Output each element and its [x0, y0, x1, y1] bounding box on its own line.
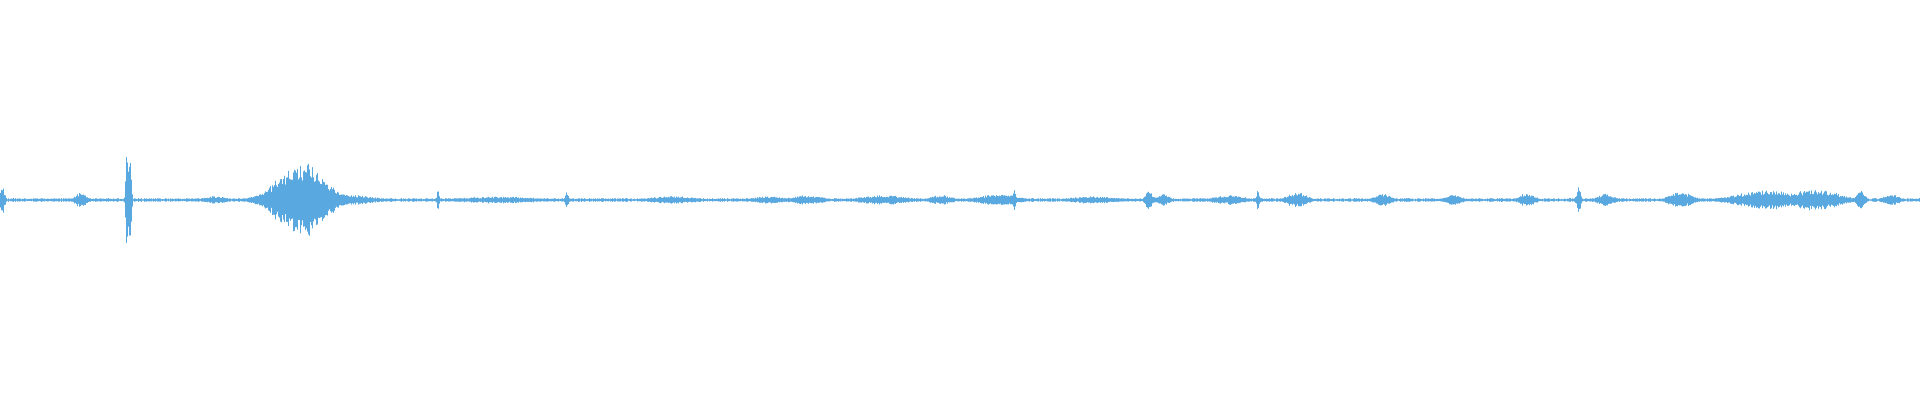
audio-waveform-view[interactable]: [0, 0, 1920, 400]
audio-waveform[interactable]: [0, 0, 1920, 400]
